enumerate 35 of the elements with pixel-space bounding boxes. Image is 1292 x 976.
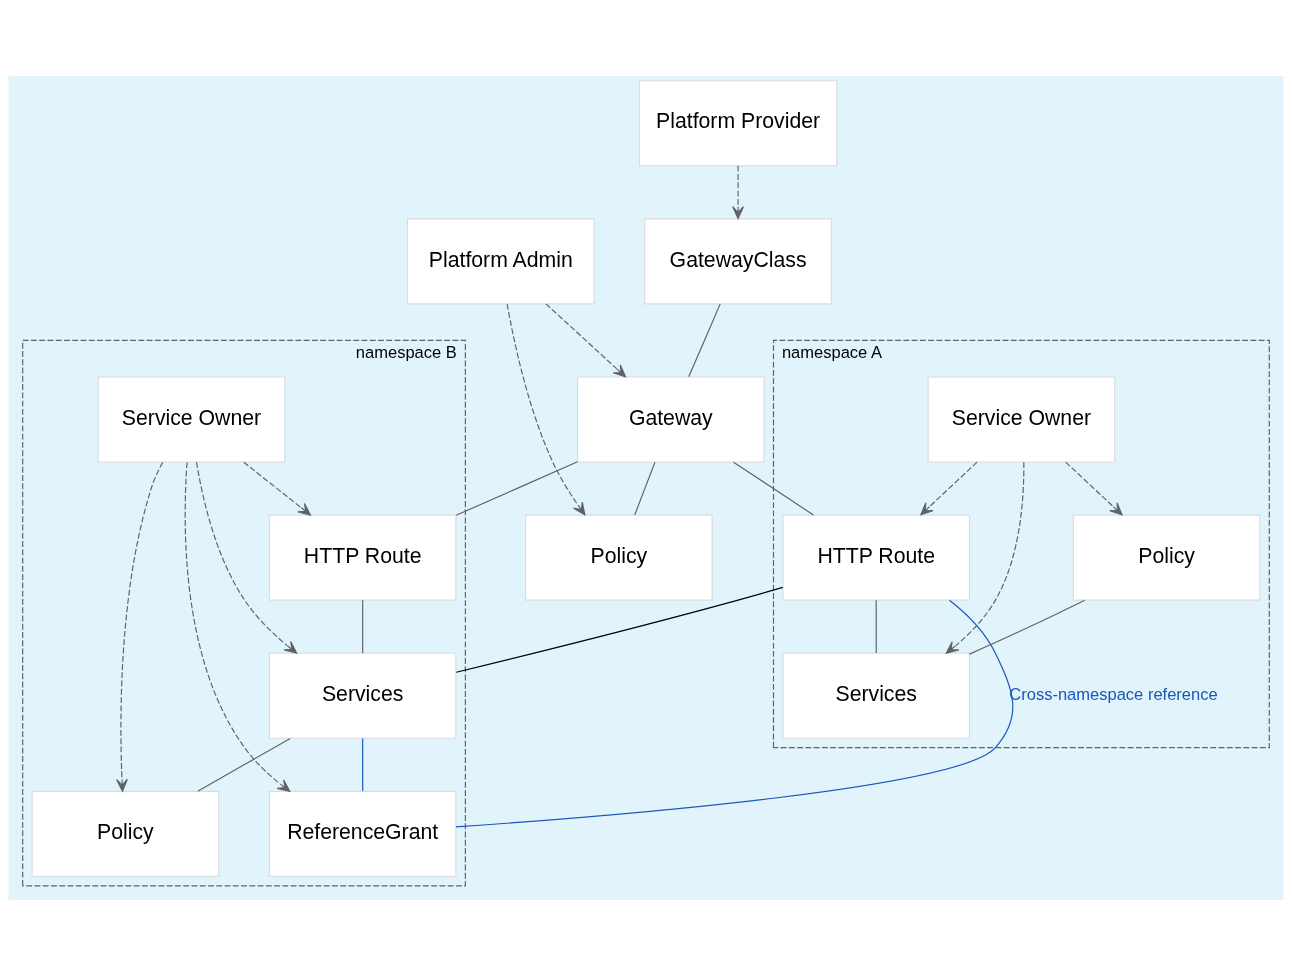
connector [732,461,815,516]
node-box: Service Owner [927,376,1116,463]
connector [875,599,877,654]
node-box: Policy [31,790,220,877]
node-box: Policy [1072,514,1261,601]
connector [688,303,721,378]
node-box: Gateway [576,376,765,463]
connector [455,461,579,516]
connector [634,461,656,516]
node-box: Services [782,652,971,739]
connector [968,599,1086,655]
arrow [945,461,1025,654]
connector [362,737,364,792]
node-box: Policy [525,514,713,601]
node-box: ReferenceGrant [268,790,457,877]
node-box: Platform Provider [638,80,838,167]
connector [197,737,291,792]
connector [455,586,784,673]
arrow [1065,461,1123,516]
arrow [920,461,978,516]
arrow [116,461,164,792]
arrow [195,461,298,654]
node-box: Platform Admin [406,218,595,305]
node-box: GatewayClass [644,218,832,305]
arrow [243,461,311,516]
node-box: HTTP Route [782,514,971,601]
arrow [545,303,627,378]
node-box: Service Owner [97,376,286,463]
connector [362,599,364,654]
node-box: Services [268,652,457,739]
connector [455,599,1014,828]
arrow [506,303,586,516]
arrow [184,461,291,792]
node-box: HTTP Route [268,514,457,601]
arrow [732,165,744,220]
